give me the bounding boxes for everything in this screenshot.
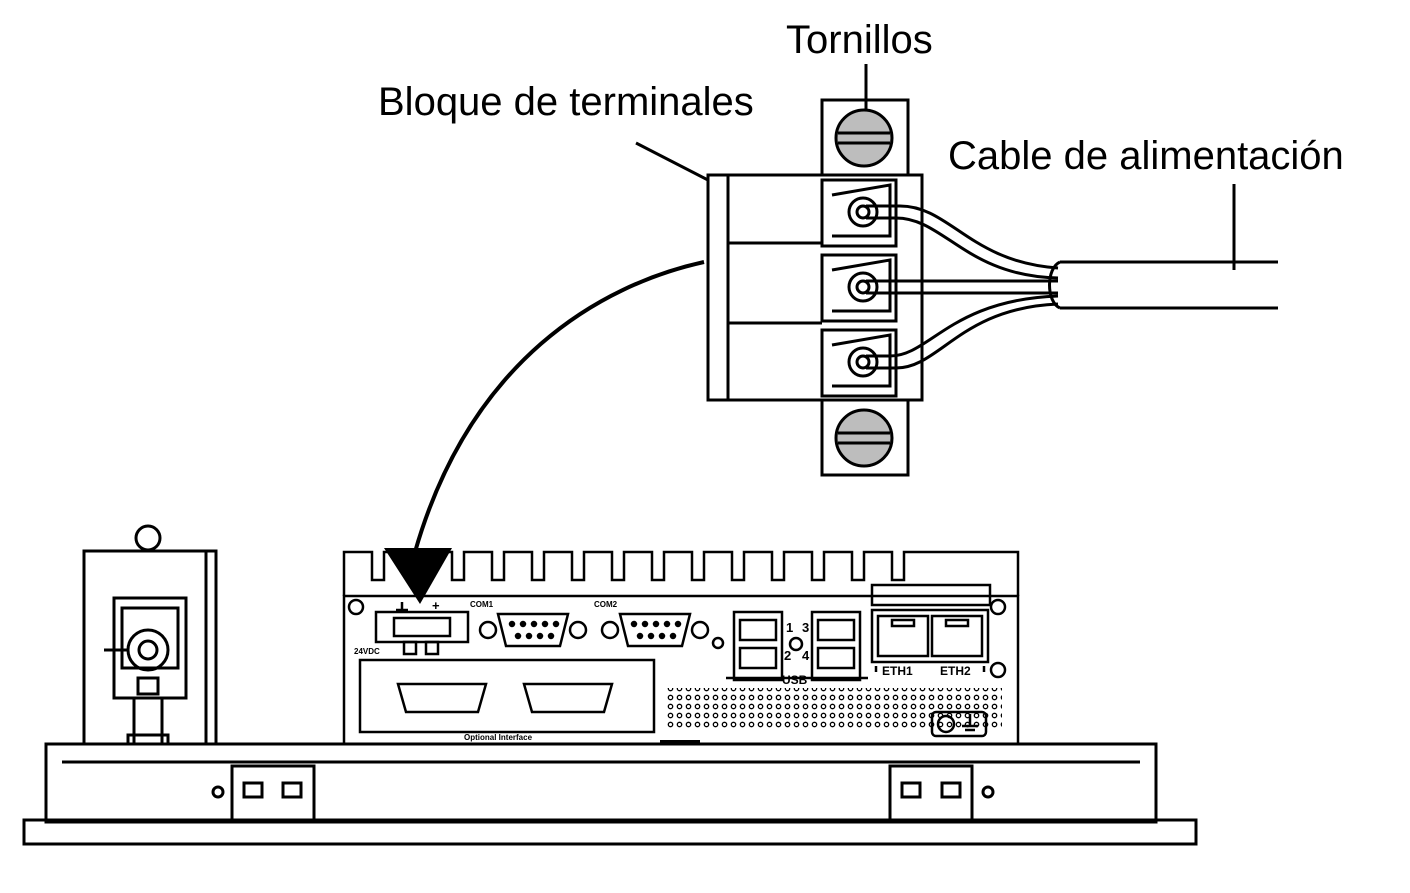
usb-ports bbox=[726, 610, 868, 682]
usb-port-4-label: 4 bbox=[802, 648, 810, 663]
com1-label: COM1 bbox=[470, 600, 494, 609]
optional-interface-slot bbox=[358, 658, 656, 734]
com2-label: COM2 bbox=[594, 600, 618, 609]
heatsink-fins bbox=[342, 550, 1020, 596]
eth1-label: ETH1 bbox=[882, 664, 913, 678]
terminal-cell-3 bbox=[820, 328, 898, 398]
screws-label: Tornillos bbox=[786, 18, 933, 62]
terminal-block-enlarged bbox=[706, 98, 1278, 477]
com2-port bbox=[600, 612, 710, 648]
power-cable bbox=[1048, 260, 1278, 310]
plus-sign-label: + bbox=[432, 598, 440, 613]
usb-label: USB bbox=[782, 673, 808, 687]
bottom-screw-icon bbox=[834, 408, 894, 468]
dc-input-label: 24VDC bbox=[354, 647, 380, 656]
optional-interface-label: Optional Interface bbox=[464, 733, 533, 742]
usb-port-1-label: 1 bbox=[786, 620, 793, 635]
vent-holes bbox=[666, 688, 1002, 728]
usb-port-3-label: 3 bbox=[802, 620, 809, 635]
insertion-arrow bbox=[384, 260, 705, 604]
top-screw-icon bbox=[834, 108, 894, 168]
usb-port-2-label: 2 bbox=[784, 648, 791, 663]
eth2-label: ETH2 bbox=[940, 664, 971, 678]
terminal-cell-1 bbox=[820, 178, 898, 248]
com1-port bbox=[478, 612, 588, 648]
terminal-cell-2 bbox=[820, 253, 898, 323]
cable-wires bbox=[866, 204, 1059, 370]
mounting-bracket bbox=[82, 524, 218, 746]
terminal-block-label: Bloque de terminales bbox=[378, 80, 754, 124]
ethernet-ports bbox=[870, 608, 990, 672]
dc-input-terminal bbox=[374, 602, 470, 656]
device-frame bbox=[22, 742, 1198, 846]
connector-panel bbox=[342, 550, 1020, 746]
power-cable-label: Cable de alimentación bbox=[948, 134, 1344, 178]
